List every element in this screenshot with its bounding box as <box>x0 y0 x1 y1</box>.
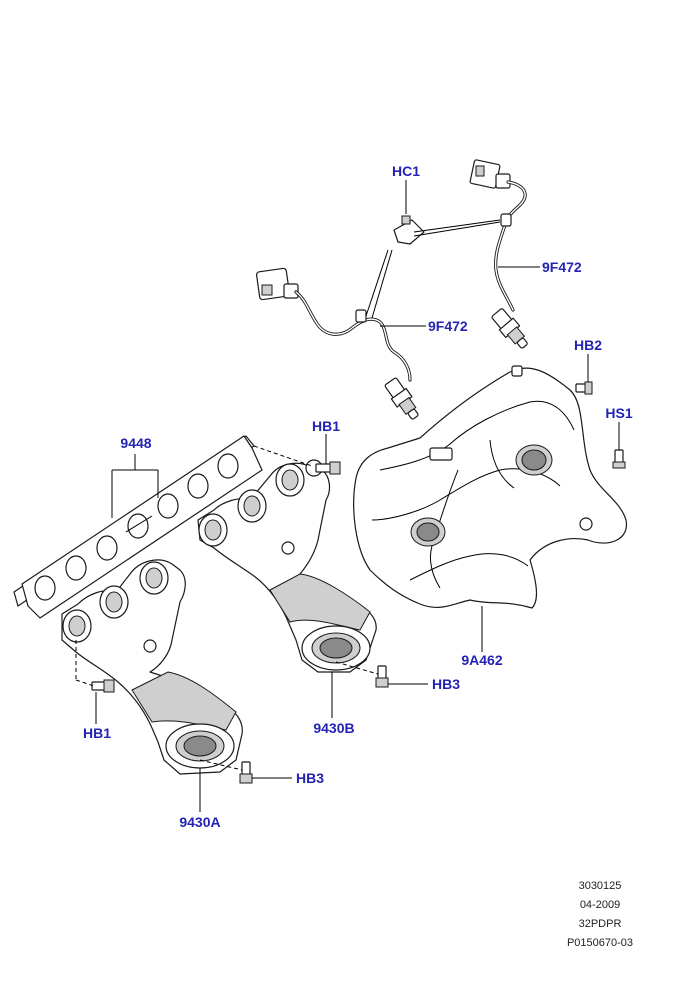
label-9448: 9448 <box>120 435 151 451</box>
label-9f472-upper: 9F472 <box>542 259 582 275</box>
label-9a462: 9A462 <box>461 652 502 668</box>
bolt-hb3-lower <box>239 761 253 784</box>
ref-date: 04-2009 <box>579 899 621 911</box>
bolt-hb2 <box>575 381 593 395</box>
bolt-hb1-lower <box>91 679 115 693</box>
ref-code-2: 32PDPR <box>578 918 622 930</box>
label-hb1-upper: HB1 <box>312 418 340 434</box>
oxygen-sensor-upper <box>469 159 528 349</box>
heat-shield-9a462 <box>353 365 628 609</box>
gasket-9448 <box>13 435 263 619</box>
oxygen-sensor-lower <box>255 267 419 420</box>
label-hb3-upper: HB3 <box>432 676 460 692</box>
label-hb3-lower: HB3 <box>296 770 324 786</box>
ref-illustration-id: P0150670-03 <box>566 937 634 949</box>
label-hb2: HB2 <box>574 337 602 353</box>
label-9430b: 9430B <box>313 720 354 736</box>
exhaust-manifold-9430b <box>197 459 377 673</box>
label-9430a: 9430A <box>179 814 220 830</box>
leader-lines <box>95 180 620 812</box>
label-hs1: HS1 <box>605 405 632 421</box>
label-hb1-lower: HB1 <box>83 725 111 741</box>
alignment-lines <box>75 445 379 771</box>
stud-hs1 <box>612 449 626 469</box>
clip-hc1 <box>393 215 425 245</box>
exhaust-manifold-9430a <box>61 559 243 775</box>
bolt-hb3-upper <box>375 665 389 688</box>
label-9f472-lower: 9F472 <box>428 318 468 334</box>
ref-code-1: 3030125 <box>578 880 622 892</box>
bolt-hb1-upper <box>315 461 341 475</box>
label-hc1: HC1 <box>392 163 420 179</box>
